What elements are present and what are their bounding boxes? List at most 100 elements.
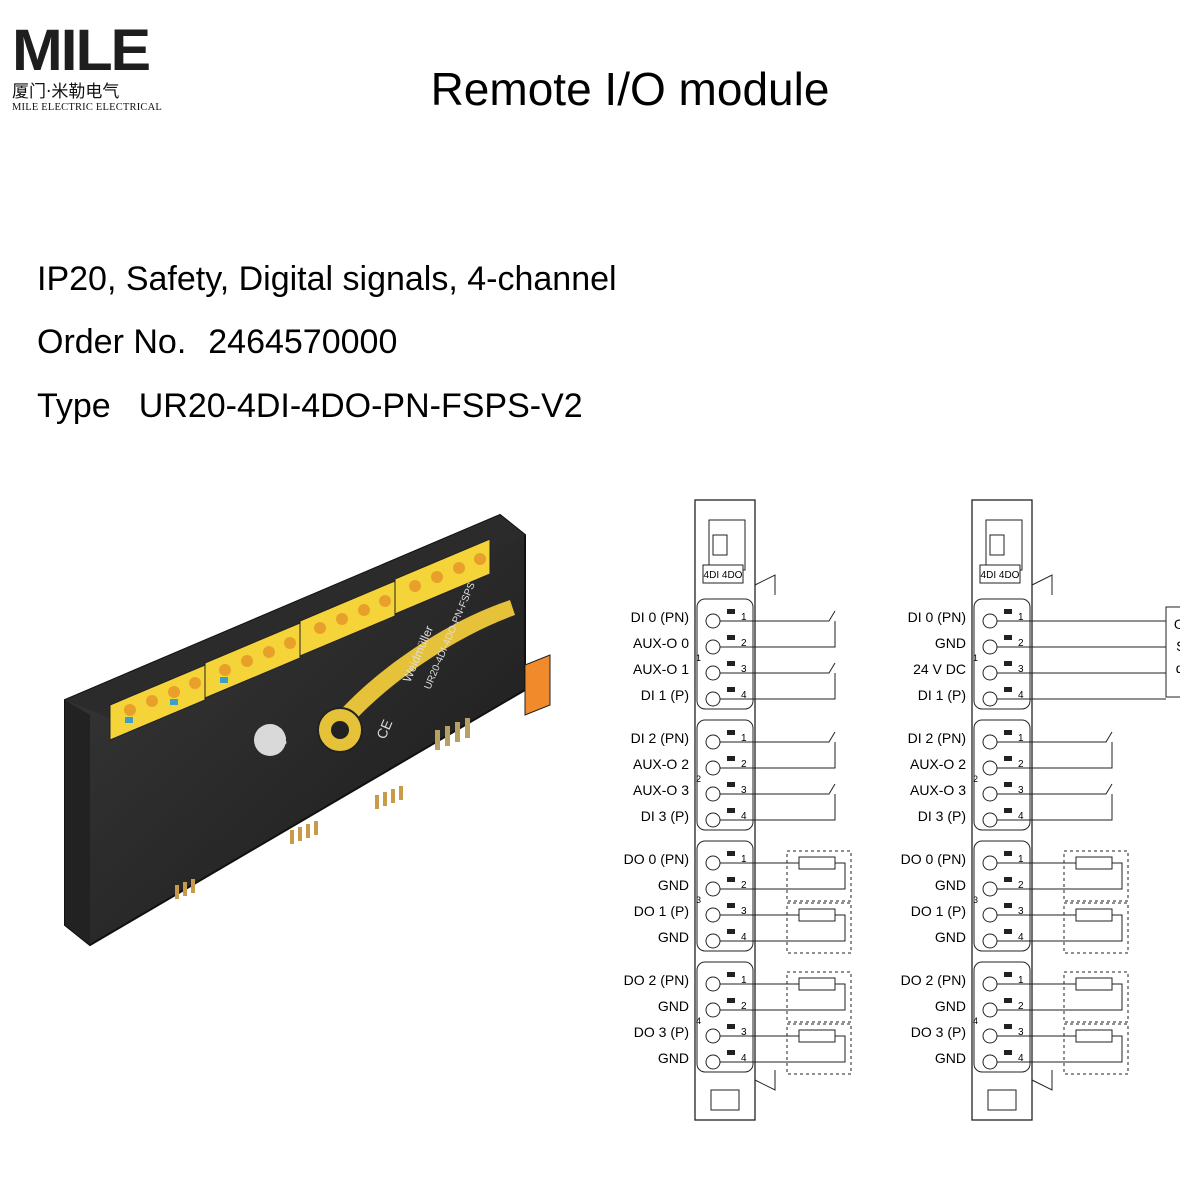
led-indicator: [727, 929, 735, 934]
terminal-circle: [705, 639, 721, 655]
load-wire: [997, 1035, 1123, 1063]
load-resistor: [798, 908, 836, 922]
led-indicator: [727, 782, 735, 787]
switch-contact: [997, 783, 1113, 795]
led-indicator: [1004, 635, 1012, 640]
terminal-label: GND: [935, 1050, 966, 1066]
switch-contact: [720, 662, 836, 674]
load-enclosure: [1063, 971, 1129, 1023]
terminal-group: [696, 598, 754, 710]
terminal-label: GND: [935, 998, 966, 1014]
terminal-circle: [982, 1054, 998, 1070]
pin-number: 4: [1018, 690, 1024, 701]
terminal-label: GND: [658, 1050, 689, 1066]
load-resistor: [798, 856, 836, 870]
load-enclosure: [1063, 1023, 1129, 1075]
module-label: 4DI 4DO: [981, 570, 1020, 581]
led-indicator: [727, 756, 735, 761]
terminal-label: DI 0 (PN): [908, 609, 966, 625]
terminal-label: AUX-O 3: [633, 782, 689, 798]
terminal-circle: [982, 812, 998, 828]
load-wire: [720, 1035, 846, 1063]
terminal-circle: [705, 933, 721, 949]
pin-number: 2: [741, 759, 747, 770]
pin-number: 2: [1018, 1001, 1024, 1012]
led-indicator: [1004, 730, 1012, 735]
terminal-circle: [982, 881, 998, 897]
led-indicator: [1004, 877, 1012, 882]
spec-order-number: Order No.2464570000: [37, 323, 397, 362]
load-wire: [997, 914, 1123, 942]
pin-number: 2: [741, 880, 747, 891]
switch-wire: [720, 673, 836, 700]
terminal-label: AUX-O 2: [910, 756, 966, 772]
module-bottom-latch: [987, 1089, 1017, 1111]
terminal-circle: [982, 855, 998, 871]
led-indicator: [727, 903, 735, 908]
terminal-label: DO 2 (PN): [901, 972, 966, 988]
led-indicator: [727, 808, 735, 813]
load-wire: [997, 983, 1123, 1011]
led-indicator: [1004, 609, 1012, 614]
terminal-circle: [982, 786, 998, 802]
ossd-device-box: [1165, 606, 1180, 698]
led-indicator: [1004, 1024, 1012, 1029]
terminal-group: [696, 961, 754, 1073]
led-indicator: [727, 998, 735, 1003]
load-wire: [997, 862, 1123, 890]
led-indicator: [1004, 903, 1012, 908]
switch-wire: [720, 794, 836, 821]
pin-number: 4: [1018, 811, 1024, 822]
pin-number: 1: [741, 733, 747, 744]
led-indicator: [727, 851, 735, 856]
module-clip-bottom: [754, 1070, 776, 1091]
order-label: Order No.: [37, 323, 187, 361]
module-body: [971, 499, 1033, 1121]
switch-contact: [720, 731, 836, 743]
led-indicator: [1004, 661, 1012, 666]
led-indicator: [1004, 756, 1012, 761]
load-wire: [720, 914, 846, 942]
page-title: Remote I/O module: [430, 63, 830, 115]
terminal-group: [973, 598, 1031, 710]
pin-number: 1: [741, 975, 747, 986]
led-indicator: [727, 877, 735, 882]
load-enclosure: [1063, 902, 1129, 954]
pin-number: 1: [1018, 733, 1024, 744]
group-number: 3: [696, 895, 701, 905]
terminal-label: DO 3 (P): [634, 1024, 689, 1040]
spec-description: IP20, Safety, Digital signals, 4-channel: [37, 260, 617, 298]
terminal-circle: [705, 760, 721, 776]
module-clip-top: [1031, 574, 1053, 595]
terminal-label: GND: [935, 635, 966, 651]
terminal-label: GND: [935, 929, 966, 945]
terminal-circle: [705, 786, 721, 802]
terminal-circle: [982, 1028, 998, 1044]
load-enclosure: [786, 850, 852, 902]
load-resistor: [798, 977, 836, 991]
switch-wire: [720, 621, 836, 648]
terminal-group: [973, 961, 1031, 1073]
terminal-label: GND: [658, 929, 689, 945]
terminal-circle: [982, 665, 998, 681]
led-indicator: [727, 1050, 735, 1055]
load-wire: [720, 983, 846, 1011]
led-indicator: [727, 661, 735, 666]
pin-number: 3: [741, 1027, 747, 1038]
terminal-circle: [982, 760, 998, 776]
pin-number: 3: [741, 906, 747, 917]
terminal-group: [973, 840, 1031, 952]
terminal-label: 24 V DC: [913, 661, 966, 677]
module-body: [694, 499, 756, 1121]
led-indicator: [1004, 998, 1012, 1003]
pin-number: 4: [741, 1053, 747, 1064]
company-logo: MILE 厦门·米勒电气 MILE ELECTRIC ELECTRICAL: [12, 22, 182, 122]
terminal-circle: [982, 907, 998, 923]
pin-number: 2: [741, 638, 747, 649]
terminal-label: DO 1 (P): [634, 903, 689, 919]
terminal-circle: [705, 691, 721, 707]
terminal-circle: [705, 812, 721, 828]
